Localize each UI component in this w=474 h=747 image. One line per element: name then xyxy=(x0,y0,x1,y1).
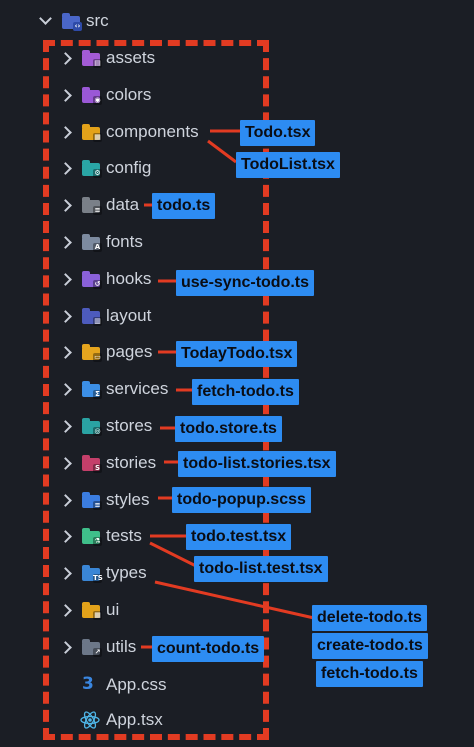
annotation-tag: use-sync-todo.ts xyxy=(176,270,315,296)
tree-folder-label: data xyxy=(106,195,140,214)
tree-folder-label: stories xyxy=(106,453,157,472)
assets-folder-icon: ▤ xyxy=(82,50,102,68)
tree-folder-colors[interactable]: ◉colors xyxy=(0,80,260,110)
types-folder-icon: TS xyxy=(82,565,103,583)
tree-file-app-tsx[interactable]: App.tsx xyxy=(0,705,260,735)
tree-folder-hooks[interactable]: ↺hooks xyxy=(0,264,260,294)
tree-folder-stores[interactable]: ◎stores xyxy=(0,411,260,441)
pages-folder-icon: ▭ xyxy=(82,344,102,362)
src-folder-icon: ‹› xyxy=(62,13,82,31)
annotation-tag: TodoList.tsx xyxy=(236,152,340,178)
annotation-tag: Todo.tsx xyxy=(240,120,316,146)
tree-folder-label: colors xyxy=(106,85,152,104)
colors-folder-icon: ◉ xyxy=(82,87,102,105)
tree-folder-utils[interactable]: ↗utils xyxy=(0,632,260,662)
ui-folder-icon: ▦ xyxy=(82,602,102,620)
tree-root-label: src xyxy=(86,11,109,30)
annotation-tag: fetch-todo.ts xyxy=(192,379,299,405)
services-folder-icon: Σ xyxy=(82,381,102,399)
tree-folder-label: styles xyxy=(106,490,150,509)
tree-file-label: App.css xyxy=(106,675,167,694)
tree-folder-label: assets xyxy=(106,48,156,67)
tree-folder-label: tests xyxy=(106,526,142,545)
css3-file-icon: 3 xyxy=(82,674,94,694)
tree-folder-label: hooks xyxy=(106,269,152,288)
tree-folder-config[interactable]: ⚙config xyxy=(0,153,260,183)
tree-folder-label: config xyxy=(106,158,152,177)
fonts-folder-icon: A xyxy=(82,234,102,252)
annotation-tag: delete-todo.ts xyxy=(312,605,427,631)
stores-folder-icon: ◎ xyxy=(82,418,102,436)
tree-folder-tests[interactable]: ⚗tests xyxy=(0,521,260,551)
tree-folder-label: services xyxy=(106,379,169,398)
tree-folder-label: layout xyxy=(106,306,152,325)
tree-folder-label: utils xyxy=(106,637,137,656)
tree-file-label: App.tsx xyxy=(106,710,163,729)
tree-folder-layout[interactable]: ▥layout xyxy=(0,301,260,331)
data-folder-icon: ≡ xyxy=(82,197,102,215)
annotation-tag: todo.ts xyxy=(152,193,216,219)
styles-folder-icon: ≡ xyxy=(82,492,102,510)
tree-folder-components[interactable]: ▦components xyxy=(0,117,260,147)
tree-folder-label: components xyxy=(106,122,199,141)
tree-folder-styles[interactable]: ≡styles xyxy=(0,485,260,515)
annotation-tag: todo.store.ts xyxy=(175,416,282,442)
utils-folder-icon: ↗ xyxy=(82,639,102,657)
annotation-tag: TodayTodo.tsx xyxy=(176,341,298,367)
tree-folder-label: types xyxy=(106,563,147,582)
tests-folder-icon: ⚗ xyxy=(82,528,102,546)
annotation-tag: todo.test.tsx xyxy=(186,524,292,550)
react-file-icon xyxy=(80,711,100,729)
tree-file-app-css[interactable]: 3 App.css xyxy=(0,670,260,700)
tree-root-src[interactable]: ‹› src xyxy=(0,6,474,36)
tree-folder-assets[interactable]: ▤assets xyxy=(0,43,260,73)
tree-folder-label: ui xyxy=(106,600,120,619)
tree-folder-label: pages xyxy=(106,342,153,361)
components-folder-icon: ▦ xyxy=(82,124,102,142)
annotation-tag: todo-list.stories.tsx xyxy=(178,451,336,477)
annotation-tag: todo-popup.scss xyxy=(172,487,311,513)
annotation-tag: fetch-todo.ts xyxy=(316,661,423,687)
tree-folder-pages[interactable]: ▭pages xyxy=(0,337,260,367)
tree-folder-ui[interactable]: ▦ui xyxy=(0,595,260,625)
hooks-folder-icon: ↺ xyxy=(82,271,102,289)
layout-folder-icon: ▥ xyxy=(82,308,102,326)
tree-folder-label: fonts xyxy=(106,232,143,251)
tree-folder-data[interactable]: ≡data xyxy=(0,190,260,220)
annotation-tag: create-todo.ts xyxy=(312,633,428,659)
config-folder-icon: ⚙ xyxy=(82,160,102,178)
tree-folder-label: stores xyxy=(106,416,153,435)
stories-folder-icon: S xyxy=(82,455,102,473)
annotation-tag: count-todo.ts xyxy=(152,636,265,662)
annotation-tag: todo-list.test.tsx xyxy=(194,556,328,582)
